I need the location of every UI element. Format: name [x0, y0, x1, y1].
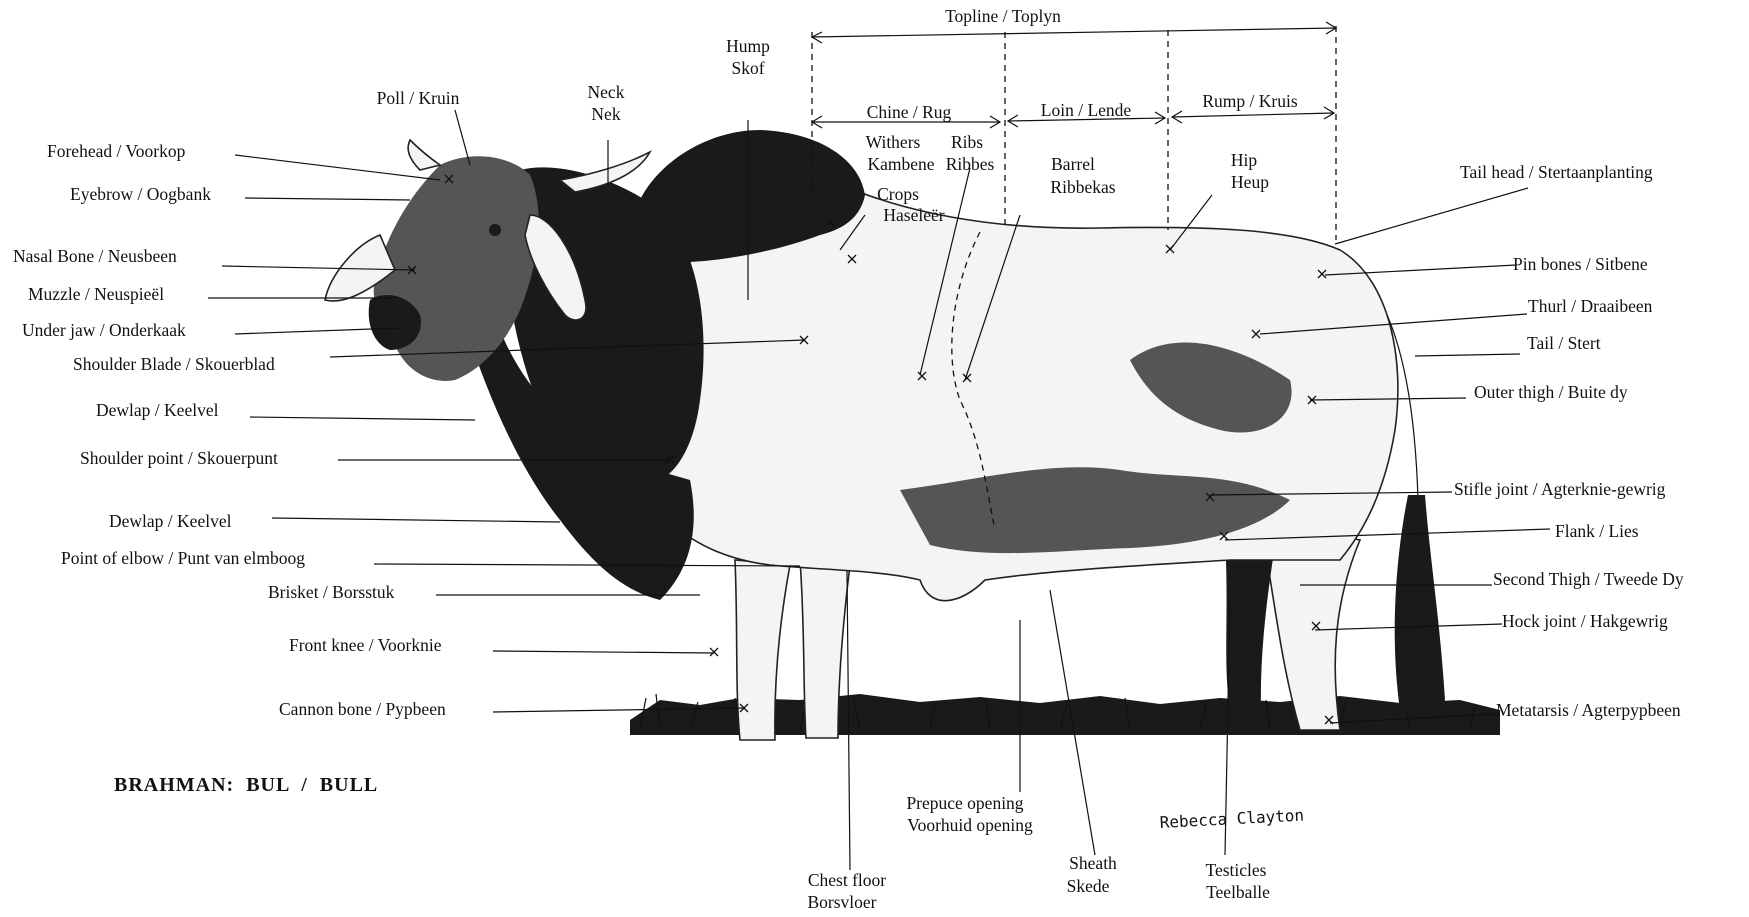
dewlap-upper-label: Dewlap / Keelvel: [96, 400, 219, 420]
tail-label: Tail / Stert: [1527, 333, 1601, 353]
hip-label: Hip: [1231, 150, 1258, 170]
nasal-bone-label: Nasal Bone / Neusbeen: [13, 246, 177, 266]
front-knee-label: Front knee / Voorknie: [289, 635, 442, 655]
prepuce-label: Prepuce opening: [906, 793, 1023, 813]
topline-label: Topline / Toplyn: [945, 6, 1061, 26]
second-thigh-label: Second Thigh / Tweede Dy: [1493, 569, 1684, 589]
point-of-elbow-label: Point of elbow / Punt van elmboog: [61, 548, 305, 568]
metatarsis-label: Metatarsis / Agterpypbeen: [1496, 700, 1681, 720]
hump-label: Hump: [726, 36, 770, 56]
dewlap-lower-label: Dewlap / Keelvel: [109, 511, 232, 531]
loin-label: Loin / Lende: [1041, 100, 1132, 120]
testicles-label: Testicles: [1206, 860, 1267, 880]
neck-label-af: Nek: [591, 104, 620, 124]
eye: [489, 224, 501, 236]
chest-floor-label-af: Borsvloer: [807, 892, 876, 912]
outer-thigh-label: Outer thigh / Buite dy: [1474, 382, 1628, 402]
thurl-label: Thurl / Draaibeen: [1528, 296, 1653, 316]
shoulder-blade-label: Shoulder Blade / Skouerblad: [73, 354, 275, 374]
brisket-label: Brisket / Borsstuk: [268, 582, 395, 602]
sheath-label: Sheath: [1069, 853, 1117, 873]
ribs-label-af: Ribbes: [946, 154, 995, 174]
poll-label: Poll / Kruin: [377, 88, 460, 108]
shoulder-point-label: Shoulder point / Skouerpunt: [80, 448, 278, 468]
stifle-joint-label: Stifle joint / Agterknie-gewrig: [1454, 479, 1666, 499]
muzzle-label: Muzzle / Neuspieël: [28, 284, 164, 304]
forehead-label: Forehead / Voorkop: [47, 141, 186, 161]
testicles-label-af: Teelballe: [1206, 882, 1270, 902]
crops-label: Crops: [877, 184, 919, 204]
prepuce-label-af: Voorhuid opening: [907, 815, 1033, 835]
cannon-bone-label: Cannon bone / Pypbeen: [279, 699, 446, 719]
kambene-label: Kambene: [867, 154, 934, 174]
barrel-label-af: Ribbekas: [1050, 177, 1115, 197]
tail-head-label: Tail head / Stertaanplanting: [1460, 162, 1653, 182]
chine-label: Chine / Rug: [867, 102, 952, 122]
crops-label-af: Haseleër: [883, 205, 944, 225]
pin-bones-label: Pin bones / Sitbene: [1513, 254, 1648, 274]
flank-label: Flank / Lies: [1555, 521, 1639, 541]
under-jaw-label: Under jaw / Onderkaak: [22, 320, 186, 340]
chest-floor-label: Chest floor: [808, 870, 886, 890]
rump-label: Rump / Kruis: [1202, 91, 1297, 111]
artist-signature: Rebecca Clayton: [1159, 805, 1304, 832]
withers-label: Withers: [866, 132, 921, 152]
eyebrow-label: Eyebrow / Oogbank: [70, 184, 211, 204]
hock-joint-label: Hock joint / Hakgewrig: [1502, 611, 1668, 631]
sheath-label-af: Skede: [1067, 876, 1110, 896]
ribs-label: Ribs: [951, 132, 983, 152]
hump-label-af: Skof: [731, 58, 764, 78]
tail-switch: [1395, 495, 1445, 714]
barrel-label: Barrel: [1051, 154, 1095, 174]
hip-label-af: Heup: [1231, 172, 1269, 192]
horn-left: [408, 140, 440, 170]
neck-label: Neck: [588, 82, 625, 102]
diagram-title: BRAHMAN: BUL / BULL: [114, 774, 378, 796]
